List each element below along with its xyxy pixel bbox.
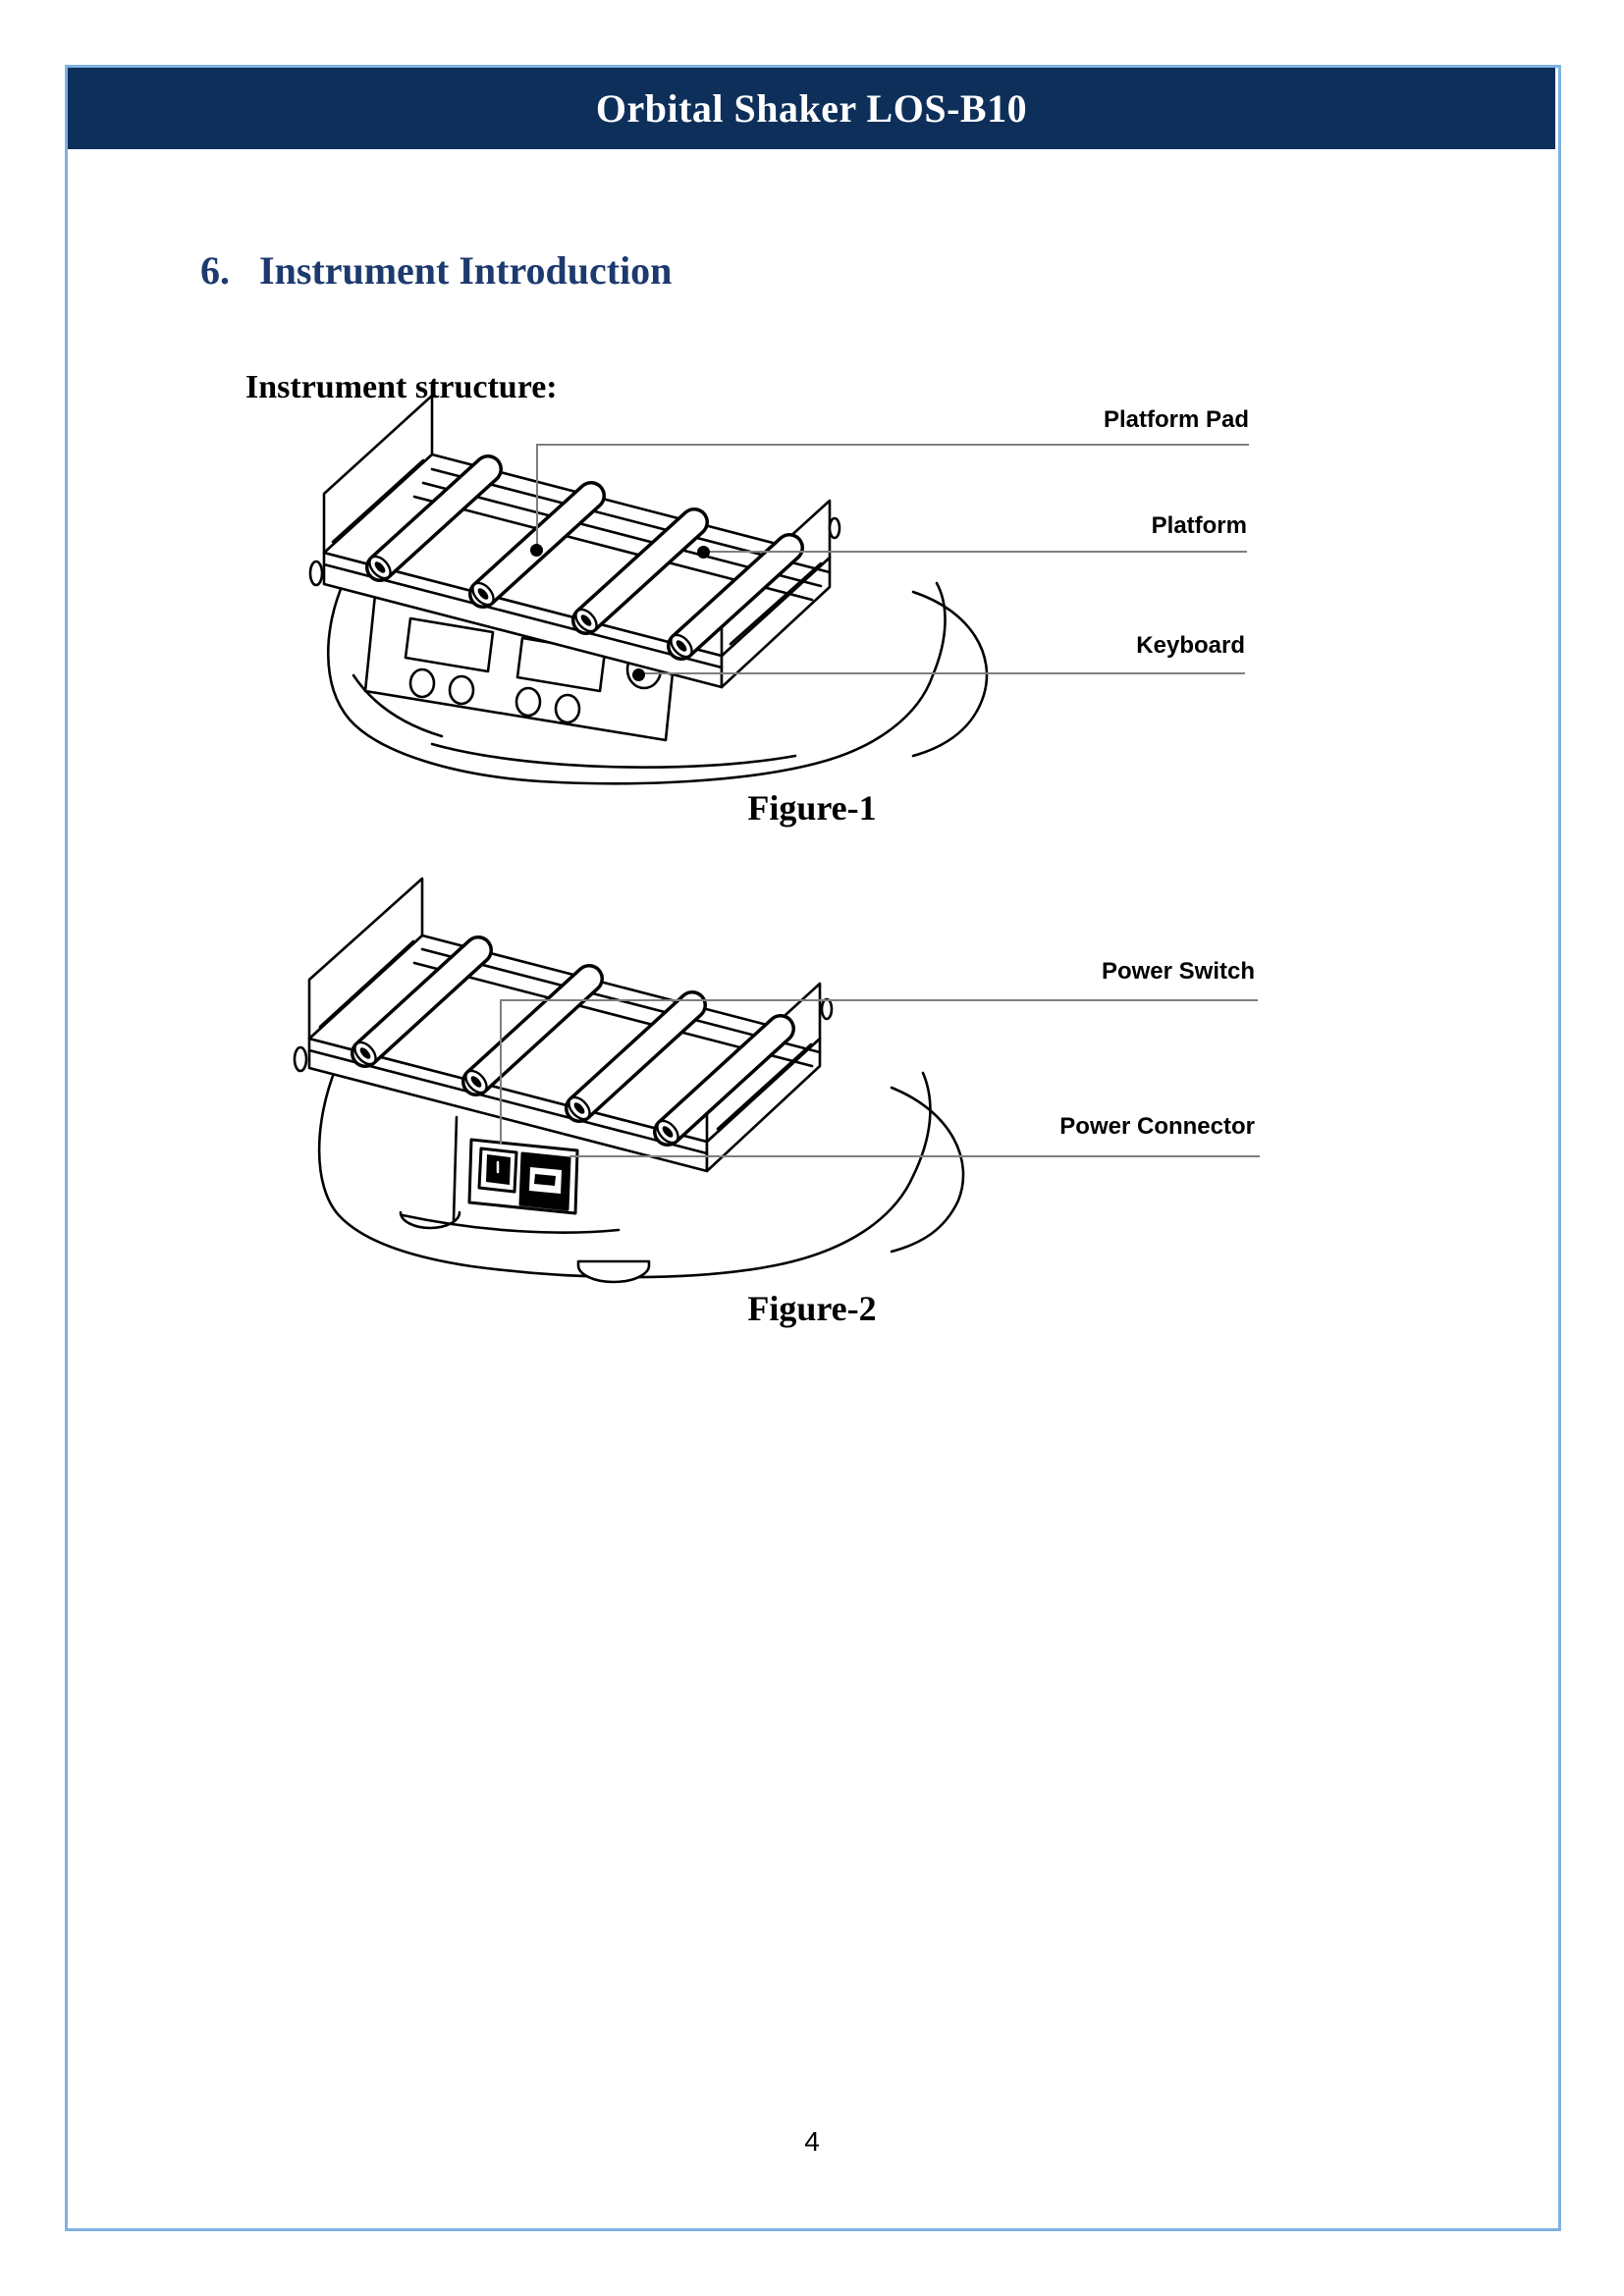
platform-leader-line: [707, 551, 1247, 553]
figure-1-caption: Figure-1: [747, 788, 877, 828]
page-border: [65, 65, 1561, 2231]
power-switch-leader-line: [500, 999, 1258, 1001]
figure-2-caption: Figure-2: [747, 1289, 877, 1328]
page-header: Orbital Shaker LOS-B10: [68, 68, 1555, 149]
figure-1-drawing: [285, 381, 1031, 793]
power-switch-leader-vline: [500, 999, 502, 1145]
subsection-heading: Instrument structure:: [245, 369, 558, 405]
keyboard-leader-line: [644, 672, 1245, 674]
label-power-connector: Power Connector: [1059, 1113, 1255, 1140]
label-platform-pad: Platform Pad: [1103, 406, 1249, 433]
keyboard-anchor-dot: [632, 668, 645, 681]
label-power-switch: Power Switch: [1101, 958, 1255, 985]
platform-pad-anchor-dot: [530, 544, 543, 557]
label-platform: Platform: [1151, 512, 1247, 539]
page-number: 4: [804, 2126, 820, 2157]
section-heading: 6. Instrument Introduction: [200, 247, 672, 294]
platform-anchor-dot: [697, 546, 710, 559]
platform-pad-leader-vline: [536, 444, 538, 552]
document-title: Orbital Shaker LOS-B10: [595, 86, 1028, 131]
orbital-shaker-rear-illustration: [293, 877, 965, 1284]
section-number: 6.: [200, 248, 230, 293]
section-title: Instrument Introduction: [259, 248, 673, 293]
power-connector-leader-line: [569, 1155, 1260, 1157]
orbital-shaker-front-illustration: [308, 394, 989, 785]
label-keyboard: Keyboard: [1136, 632, 1245, 659]
platform-pad-leader-line: [537, 444, 1249, 446]
figure-2-drawing: [285, 877, 1031, 1289]
